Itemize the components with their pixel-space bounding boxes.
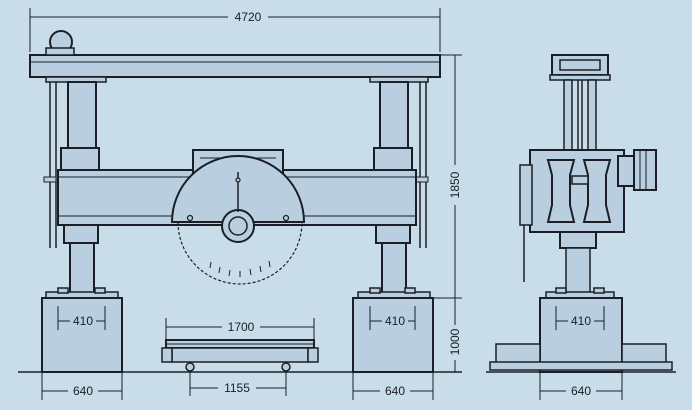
dim-base-height: 1000 bbox=[448, 328, 462, 355]
dim-base-width-right: 640 bbox=[385, 384, 405, 398]
cart bbox=[161, 339, 319, 373]
dimension-labels: 4720 1850 1000 410 640 410 640 410 640 1… bbox=[73, 10, 591, 398]
dim-overall-width: 4720 bbox=[235, 10, 262, 24]
top-beam bbox=[29, 54, 441, 78]
right-base bbox=[352, 287, 434, 373]
dim-base-inner-right: 410 bbox=[385, 314, 405, 328]
dim-base-width-side: 640 bbox=[571, 384, 591, 398]
front-view bbox=[18, 30, 462, 373]
dim-cart-length: 1700 bbox=[228, 320, 255, 334]
dim-base-inner-side: 410 bbox=[571, 314, 591, 328]
top-trolley bbox=[45, 30, 75, 56]
dim-base-width-left: 640 bbox=[73, 384, 93, 398]
side-view bbox=[486, 54, 676, 373]
left-base bbox=[41, 287, 123, 373]
dim-cart-wheelbase: 1155 bbox=[224, 381, 250, 395]
dimension-lines bbox=[29, 8, 623, 400]
saw-blade bbox=[170, 155, 306, 285]
blade-teeth bbox=[209, 260, 271, 277]
dim-column-height: 1850 bbox=[448, 171, 462, 198]
dim-base-inner-left: 410 bbox=[73, 314, 93, 328]
left-column bbox=[43, 81, 100, 296]
